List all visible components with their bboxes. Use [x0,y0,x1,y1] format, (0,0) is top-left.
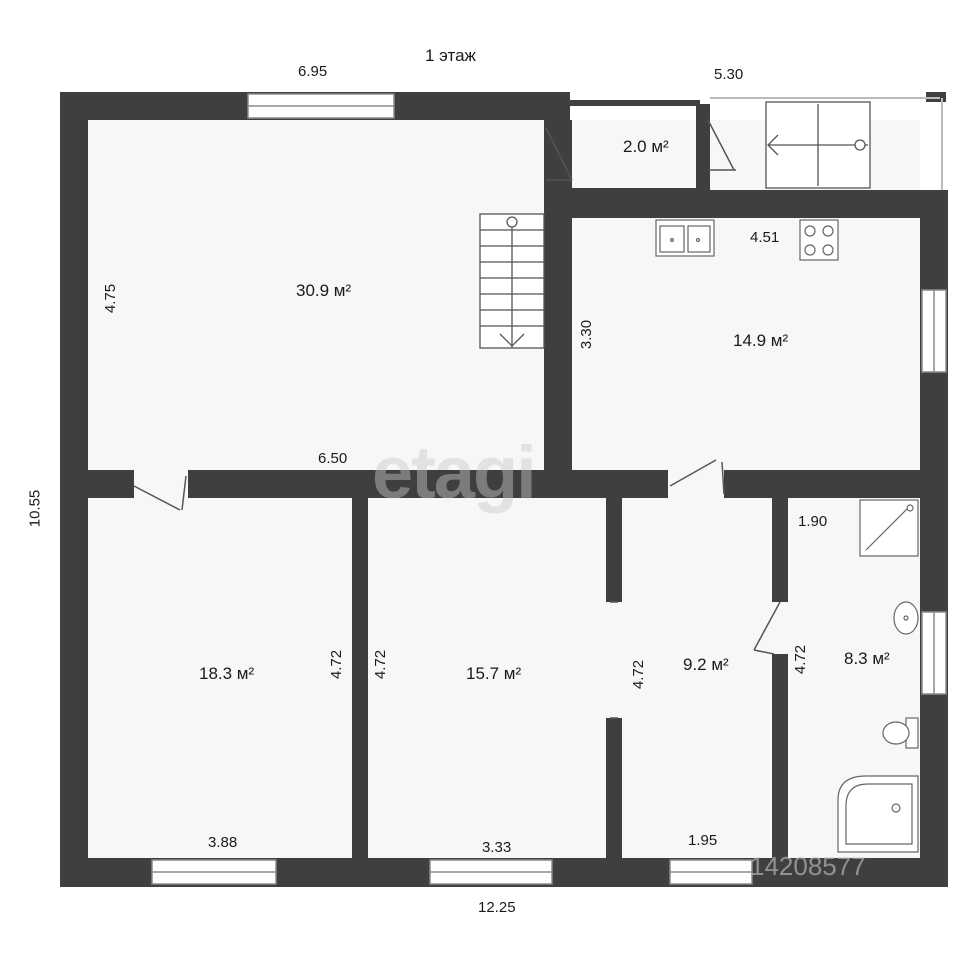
dim-top-right: 5.30 [714,66,744,83]
dim-kitchen-width: 4.51 [750,229,780,246]
area-kitchen: 14.9 м² [733,331,789,350]
dim-living-width: 6.50 [318,450,348,467]
dim-kitchen-height: 3.30 [578,319,596,350]
door-kitchen-hall [669,459,725,495]
dim-overall-height: 10.55 [26,489,44,528]
dim-bedroom1-height: 4.72 [328,649,346,680]
dim-bedroom2-height: 4.72 [372,649,390,680]
area-room-3: 9.2 м² [683,655,729,674]
windows [151,93,947,885]
door-opening-bedroom2 [610,601,618,719]
door-bath [753,601,781,655]
area-bathroom: 8.3 м² [844,649,890,668]
staircase [479,213,545,349]
door-living-vestibule [545,127,573,181]
area-living-room: 30.9 м² [296,281,352,300]
porch-glazing [710,97,943,190]
doors [133,119,781,719]
bathtub-icon [837,775,919,853]
stove-icon [799,219,839,261]
kitchen-sink-icon [655,219,715,257]
area-vestibule: 2.0 м² [623,137,669,156]
listing-id: 14208577 [750,851,866,881]
watermark-logo: etagi [372,431,537,514]
dim-bath-height: 4.72 [792,644,810,675]
dim-overall-width: 12.25 [478,899,516,916]
dim-bedroom1-width: 3.88 [208,834,238,851]
entry-stairs-icon [765,101,871,189]
door-vestibule-porch [707,119,736,171]
dim-living-height: 4.75 [102,283,120,314]
dim-room3-width: 1.95 [688,832,718,849]
floor-title: 1 этаж [425,46,476,65]
dim-bedroom2-width: 3.33 [482,839,512,856]
dim-bath-width: 1.90 [798,513,828,530]
area-bedroom-2: 15.7 м² [466,664,522,683]
toilet-icon [882,717,919,749]
door-bedroom1 [133,475,187,511]
dim-room3-height: 4.72 [630,659,648,690]
shower-icon [859,499,919,557]
area-bedroom-1: 18.3 м² [199,664,255,683]
dim-top-left: 6.95 [298,63,328,80]
washbasin-icon [893,601,919,635]
interior-walls [88,104,920,858]
